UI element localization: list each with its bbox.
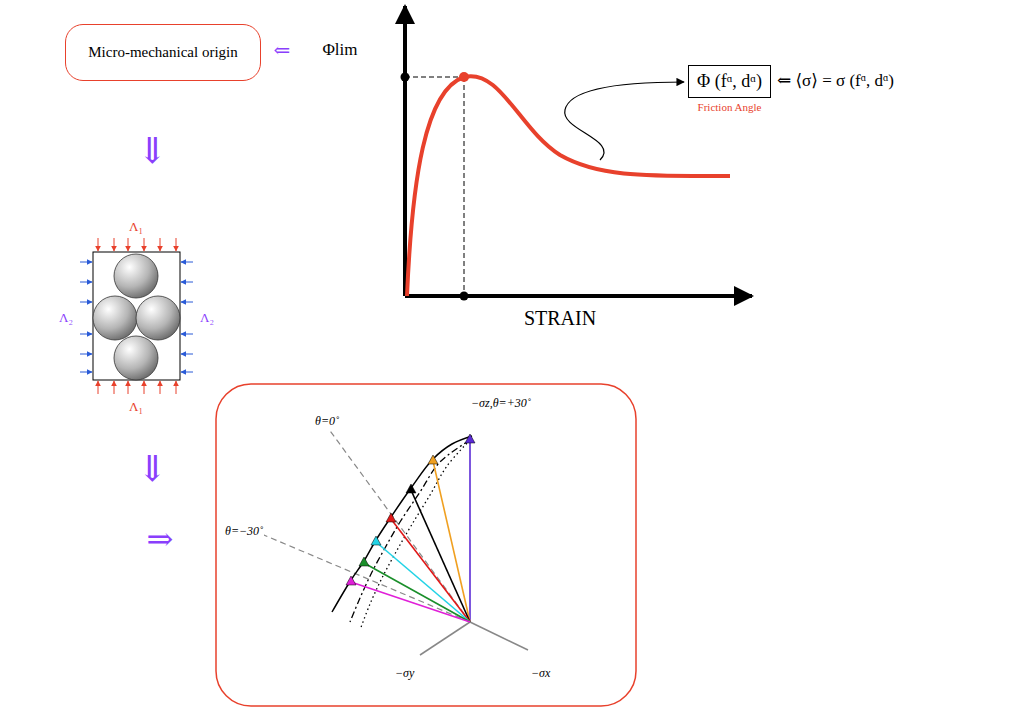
axis-title: STRAIN (524, 307, 596, 329)
particle-cell (80, 238, 193, 394)
stress-space-plot (252, 428, 528, 655)
origin-box: Micro-mechanical origin (65, 24, 261, 81)
function-label: Φ (fᵅ, dᵅ) (688, 65, 771, 98)
function-box: Φ (fᵅ, dᵅ)Friction Angle (688, 65, 771, 113)
arrow-symbol: ⇓ (137, 132, 167, 172)
arrow-symbol: ⇐ (274, 39, 291, 61)
curve-pointer (565, 82, 684, 160)
load-label: Λ₂ (59, 311, 73, 325)
axis-label: −σx (530, 666, 551, 681)
stress-strain-curve (407, 76, 730, 296)
plot-frame (216, 384, 636, 706)
load-label: Λ₂ (200, 311, 214, 325)
arrow-symbol: ⇓ (137, 450, 167, 490)
axis-label: θ=0˚ (314, 414, 340, 429)
peak-point (459, 72, 469, 82)
stress-space-box: −σz,θ=+30˚ θ=0˚ θ=−30˚ −σy −σx (216, 384, 636, 706)
box-text: Micro-mechanical origin (88, 43, 238, 62)
axis-value: Φlim (322, 41, 357, 60)
arrow-symbol: ⇒ (147, 522, 174, 557)
load-label: Λ₁ (129, 220, 143, 234)
formula: ⇐ ⟨σ⟩ = σ (fᵅ, dᵅ) (777, 72, 894, 91)
axis-label: −σy (394, 666, 415, 681)
load-label: Λ₁ (129, 400, 143, 414)
function-caption: Friction Angle (698, 98, 762, 113)
axis-label: θ=−30˚ (224, 524, 264, 539)
chart-axes (401, 6, 753, 301)
axis-label: −σz,θ=+30˚ (470, 396, 532, 411)
